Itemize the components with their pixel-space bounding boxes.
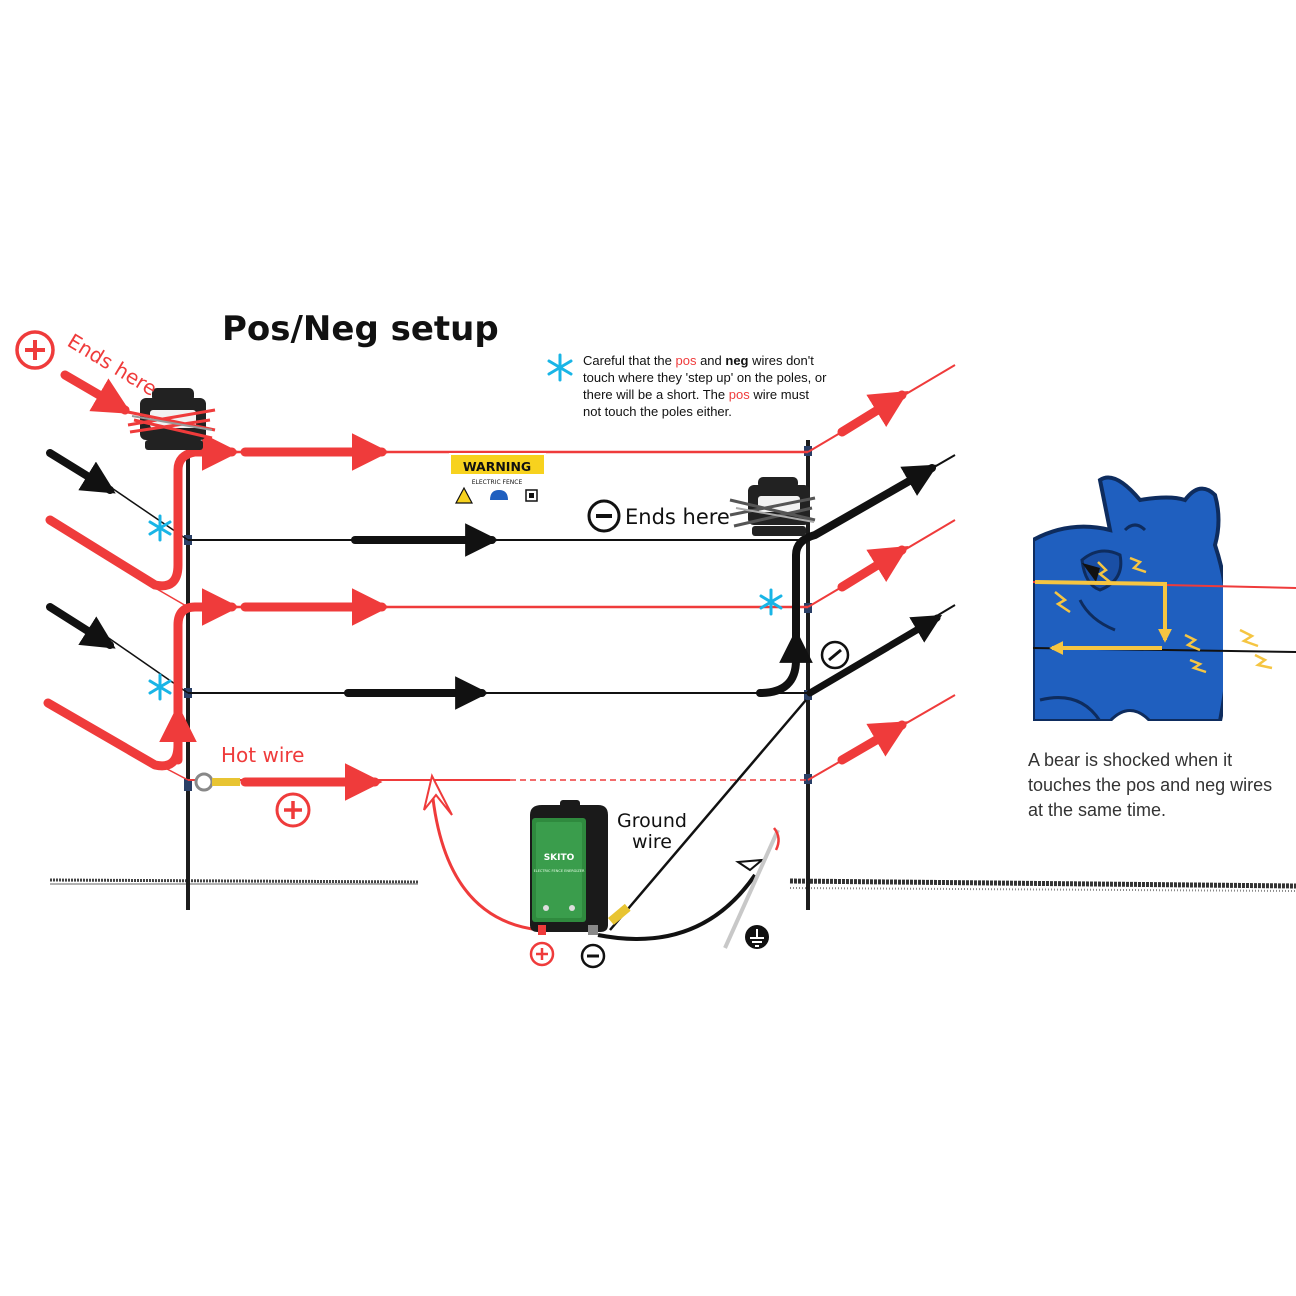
- plus-circle-icon: [275, 792, 311, 828]
- ground-wire-clamp: [608, 903, 631, 925]
- pos-ends-here-label: Ends here: [63, 329, 161, 401]
- fence-wires: [99, 364, 956, 781]
- note-line-3: there will be a short. The pos wire must: [583, 387, 809, 402]
- caption-line-3: at the same time.: [1028, 800, 1166, 820]
- ground-wire-label-2: wire: [632, 831, 672, 853]
- ground-wire-label-1: Ground: [617, 810, 687, 832]
- red-lead-wire: [430, 789, 541, 932]
- snowflake-asterisk-icon: [148, 673, 172, 701]
- caution-note: Careful that the pos and neg wires don't…: [547, 353, 827, 419]
- plus-circle-icon: [529, 941, 555, 967]
- pos-end-insulator: [127, 388, 216, 450]
- fence-energizer: SKITO ELECTRIC FENCE ENERGIZER: [530, 800, 608, 935]
- page-title: Pos/Neg setup: [222, 309, 499, 349]
- warning-sign: WARNING ELECTRIC FENCE: [449, 453, 546, 507]
- negative-flow-arrows: [46, 449, 943, 710]
- warning-heading: WARNING: [463, 459, 531, 474]
- snowflake-asterisk-icon: [547, 353, 573, 382]
- hot-wire-label: Hot wire: [221, 743, 304, 767]
- minus-circle-icon: [587, 499, 621, 533]
- warning-subheading: ELECTRIC FENCE: [472, 479, 523, 486]
- alligator-clip: [423, 773, 453, 816]
- positive-flow-arrows: [43, 370, 909, 801]
- qr-code-icon: [525, 489, 538, 502]
- ground-wire: [609, 699, 807, 931]
- energizer-brand: SKITO: [544, 853, 575, 863]
- note-line-1: Careful that the pos and neg wires don't: [583, 353, 814, 368]
- minus-circle-icon: [580, 943, 606, 969]
- plus-circle-icon: [15, 330, 55, 370]
- shock-spark-icon: [1054, 556, 1273, 674]
- ground-rod-lead: [597, 873, 757, 941]
- ground-clip: [735, 858, 766, 872]
- note-line-4: not touch the poles either.: [583, 404, 732, 419]
- minus-circle-icon: [820, 640, 850, 670]
- caution-triangle-icon: [455, 486, 473, 504]
- ground-symbol-icon: [745, 925, 769, 949]
- ring-terminal: [194, 772, 240, 792]
- neg-end-insulator: [729, 477, 816, 536]
- neg-ends-here-label: Ends here: [625, 505, 730, 529]
- snowflake-asterisk-icon: [148, 514, 172, 542]
- note-line-2: touch where they 'step up' on the poles,…: [583, 370, 827, 385]
- bear-icon: [490, 490, 508, 500]
- ground-rod: [723, 827, 780, 949]
- energizer-model: ELECTRIC FENCE ENERGIZER: [534, 869, 585, 873]
- caption-line-2: touches the pos and neg wires: [1028, 775, 1272, 795]
- bear-illustration: [1032, 455, 1296, 721]
- snowflake-asterisk-icon: [759, 588, 783, 616]
- caption-line-1: A bear is shocked when it: [1028, 750, 1232, 770]
- ground-surface: [49, 878, 1296, 892]
